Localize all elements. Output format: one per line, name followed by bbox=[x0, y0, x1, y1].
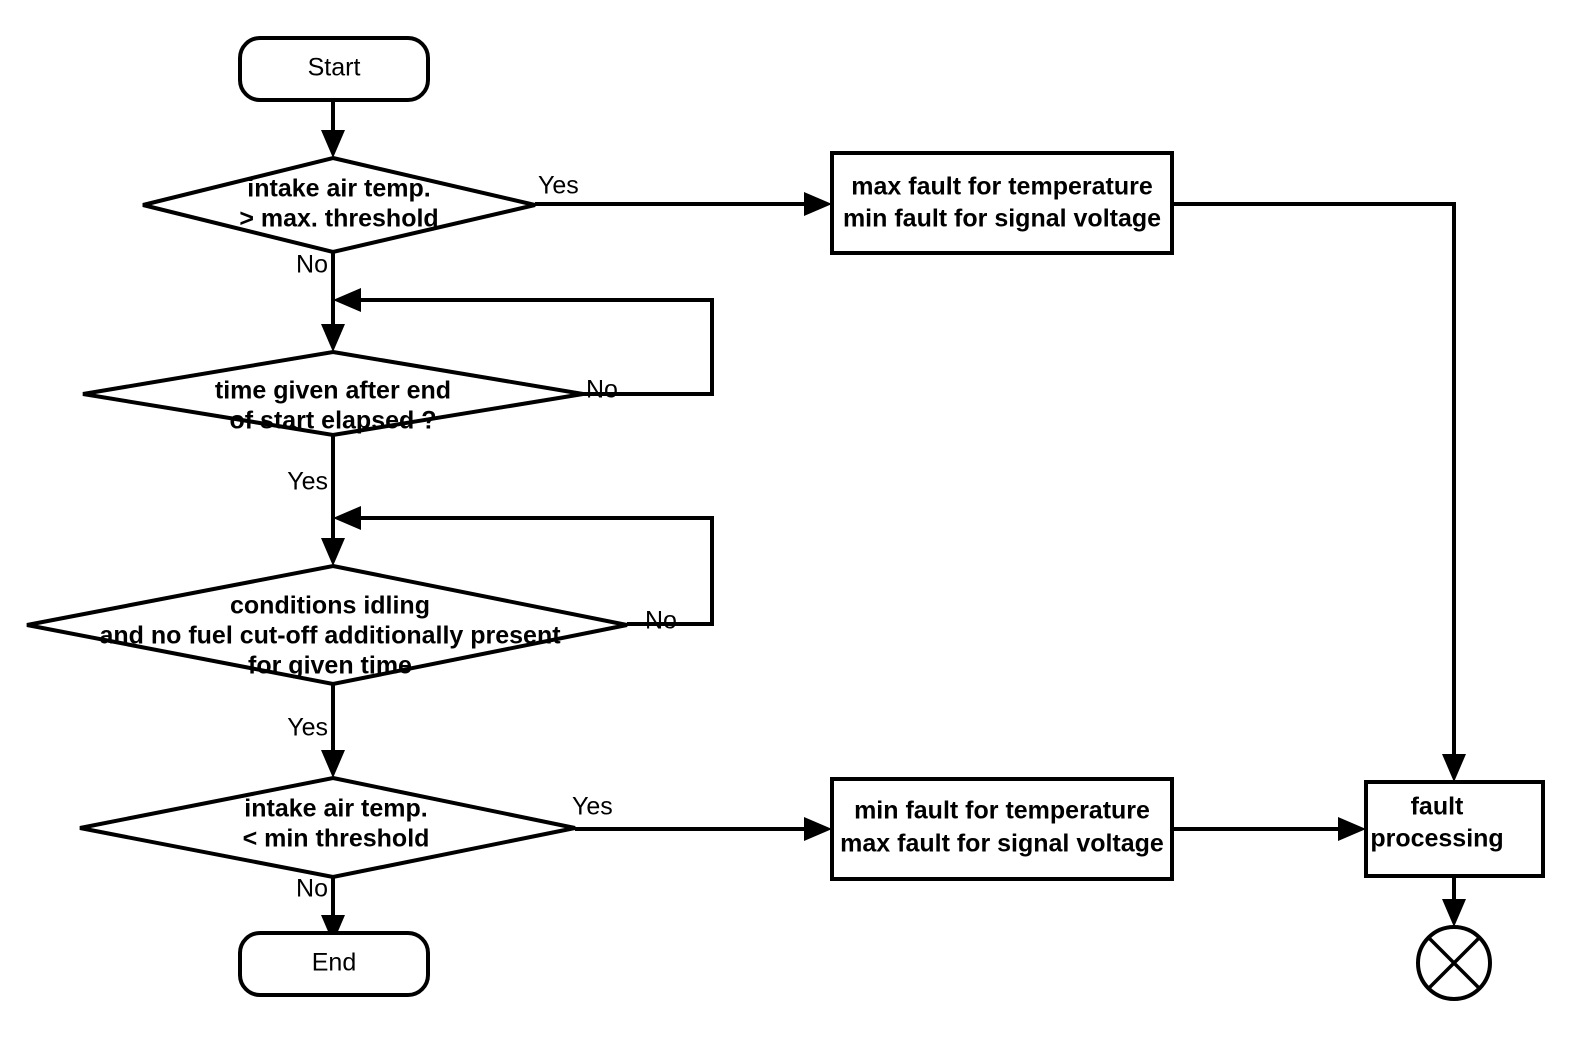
edge-label-min-no: No bbox=[296, 875, 328, 903]
connector-fault-max-to-fault-processing bbox=[1172, 202, 1466, 782]
fault-processing-line1: fault bbox=[1411, 793, 1464, 821]
edge-label-idling-yes: Yes bbox=[287, 714, 328, 742]
edge-label-min-yes: Yes bbox=[572, 793, 613, 821]
fault-max-shape bbox=[830, 151, 1174, 255]
edge-label-time-yes: Yes bbox=[287, 468, 328, 496]
connector-decision-idling-no-loopback bbox=[333, 506, 714, 626]
end-shape bbox=[238, 931, 430, 997]
fault-processing-shape bbox=[1364, 780, 1545, 878]
fault-min-line2: max fault for signal voltage bbox=[840, 830, 1164, 858]
node-fault-max[interactable]: max fault for temperature min fault for … bbox=[830, 151, 1174, 255]
connector-fault-min-to-fault-processing bbox=[1172, 817, 1366, 841]
decision-time-shape bbox=[82, 349, 584, 438]
node-fault-processing[interactable]: fault processing bbox=[1364, 780, 1545, 878]
decision-min-shape bbox=[79, 775, 576, 880]
edge-label-time-no: No bbox=[586, 376, 618, 404]
edge-label-idling-no: No bbox=[645, 607, 677, 635]
decision-idling-line3: for given time bbox=[248, 652, 412, 680]
connector-decision-max-no-to-decision-time bbox=[321, 252, 345, 352]
fault-min-line1: min fault for temperature bbox=[854, 797, 1150, 825]
fault-max-line2: min fault for signal voltage bbox=[843, 205, 1161, 233]
decision-idling-shape bbox=[26, 563, 628, 687]
decision-max-line2: > max. threshold bbox=[239, 205, 438, 233]
edge-label-max-no: No bbox=[296, 251, 328, 279]
end-label: End bbox=[312, 949, 356, 977]
fault-processing-line2: processing bbox=[1370, 825, 1503, 853]
decision-idling-line2: and no fuel cut-off additionally present bbox=[99, 622, 561, 650]
x-cross-icon bbox=[1427, 936, 1481, 990]
fault-max-line1: max fault for temperature bbox=[851, 173, 1153, 201]
fault-min-shape bbox=[830, 777, 1174, 881]
node-decision-idling[interactable]: conditions idling and no fuel cut-off ad… bbox=[26, 563, 628, 687]
node-fault-min[interactable]: min fault for temperature max fault for … bbox=[830, 777, 1174, 881]
decision-min-line1: intake air temp. bbox=[244, 795, 427, 823]
connector-decision-min-no-to-end bbox=[321, 877, 345, 943]
edge-label-max-yes: Yes bbox=[538, 172, 579, 200]
decision-idling-line1: conditions idling bbox=[230, 592, 430, 620]
connector-decision-max-yes-to-fault-max bbox=[535, 192, 832, 216]
connector-start-to-decision-max bbox=[321, 99, 345, 158]
connector-decision-min-yes-to-fault-min bbox=[575, 817, 832, 841]
decision-time-line1: time given after end bbox=[215, 377, 451, 405]
decision-time-line2: of start elapsed ? bbox=[230, 407, 437, 435]
node-decision-max-threshold[interactable]: intake air temp. > max. threshold bbox=[142, 155, 536, 255]
node-start[interactable]: Start bbox=[238, 36, 430, 102]
decision-max-shape bbox=[142, 155, 536, 255]
node-end[interactable]: End bbox=[238, 931, 430, 997]
decision-max-line1: intake air temp. bbox=[247, 175, 430, 203]
connector-fault-processing-to-exit bbox=[1442, 876, 1466, 927]
connector-decision-time-yes-to-decision-idling bbox=[321, 435, 345, 566]
node-exit-connector[interactable] bbox=[1416, 925, 1492, 1001]
start-shape bbox=[238, 36, 430, 102]
connector-decision-idling-yes-to-decision-min bbox=[321, 684, 345, 778]
connector-decision-time-no-loopback bbox=[333, 288, 714, 396]
node-decision-min-threshold[interactable]: intake air temp. < min threshold bbox=[79, 775, 576, 880]
decision-min-line2: < min threshold bbox=[243, 825, 430, 853]
node-decision-time-elapsed[interactable]: time given after end of start elapsed ? bbox=[82, 349, 584, 438]
start-label: Start bbox=[308, 54, 361, 82]
